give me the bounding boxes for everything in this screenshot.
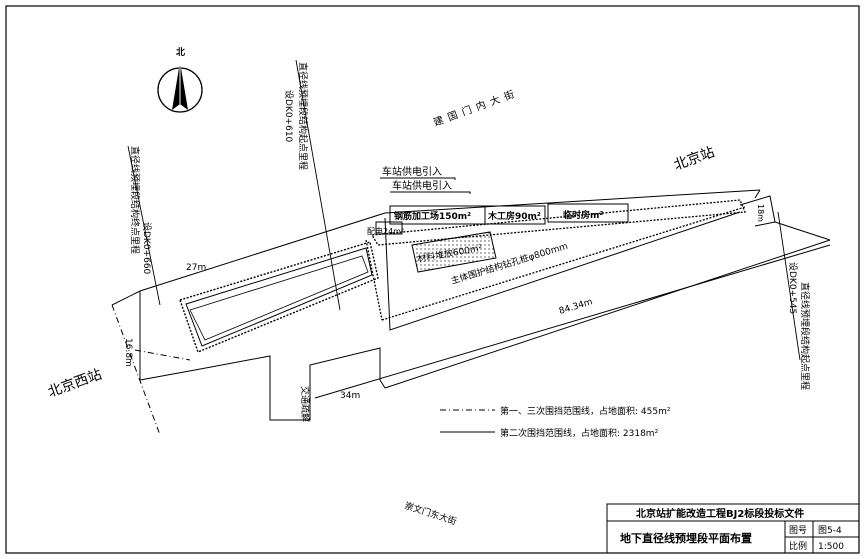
power-in-label-1: 车站供电引入: [382, 165, 442, 178]
station-main-label: 北京站: [672, 144, 717, 173]
legend-solid-text: 第二次围挡范围线，占地面积: 2318m²: [500, 427, 659, 439]
street-north-label: 建国门内大街: [432, 86, 521, 129]
power-leader-line: [380, 177, 456, 180]
title-block-scale-value: 1:500: [818, 542, 844, 552]
mileage-lines: [127, 59, 801, 361]
dim-18m: 18m: [756, 204, 765, 222]
title-block-fig-no-label: 图号: [789, 525, 807, 536]
title-block-project: 北京站扩能改造工程BJ2标段投标文件: [636, 507, 804, 520]
wood-shop-label: 木工房90m²: [487, 210, 541, 222]
east-road-label: 交通疏解: [299, 386, 311, 422]
mileage-start-label: 设DK0+610: [283, 90, 294, 143]
mileage-start-desc: 直径线预埋段结构起点里程: [297, 62, 309, 170]
power-in-label-2: 车站供电引入: [392, 179, 452, 192]
yard-buildings: [375, 203, 629, 273]
dim-27m: 27m: [186, 263, 206, 273]
temp-room-label: 临时房m²: [563, 209, 603, 221]
main-excavation: [179, 199, 746, 353]
mileage-right-desc: 直径线预埋段结构起点里程: [799, 282, 811, 390]
mileage-left-desc: 直径线预埋段结构终点里程: [129, 146, 141, 254]
drawing-frame: [5, 5, 860, 554]
pump-room-label: 配电24m²: [367, 226, 404, 236]
mileage-left-label: 设DK0+660: [141, 222, 152, 275]
title-block-drawing-name: 地下直径线预埋段平面布置: [620, 531, 752, 545]
title-block-fig-no-value: 图5-4: [818, 525, 842, 536]
dim-34m: 34m: [340, 391, 360, 401]
dim-84-34m: 84.34m: [558, 297, 594, 317]
power-leader-line-2: [390, 191, 471, 194]
mileage-right-label: 设DK0+545: [787, 262, 798, 314]
title-block-scale-label: 比例: [789, 540, 807, 552]
north-arrow-icon: [157, 62, 203, 113]
street-south-label: 崇文门东大街: [403, 499, 458, 527]
rebar-shop-label: 钢筋加工场150m²: [394, 210, 471, 222]
north-label: 北: [176, 46, 185, 58]
station-west-label: 北京西站: [46, 367, 104, 401]
legend-dashed-text: 第一、三次围挡范围线，占地面积: 455m²: [500, 405, 671, 417]
title-block: [606, 503, 860, 554]
dim-16-8m: 16.8m: [123, 338, 133, 367]
boundary-lines: [111, 189, 831, 436]
